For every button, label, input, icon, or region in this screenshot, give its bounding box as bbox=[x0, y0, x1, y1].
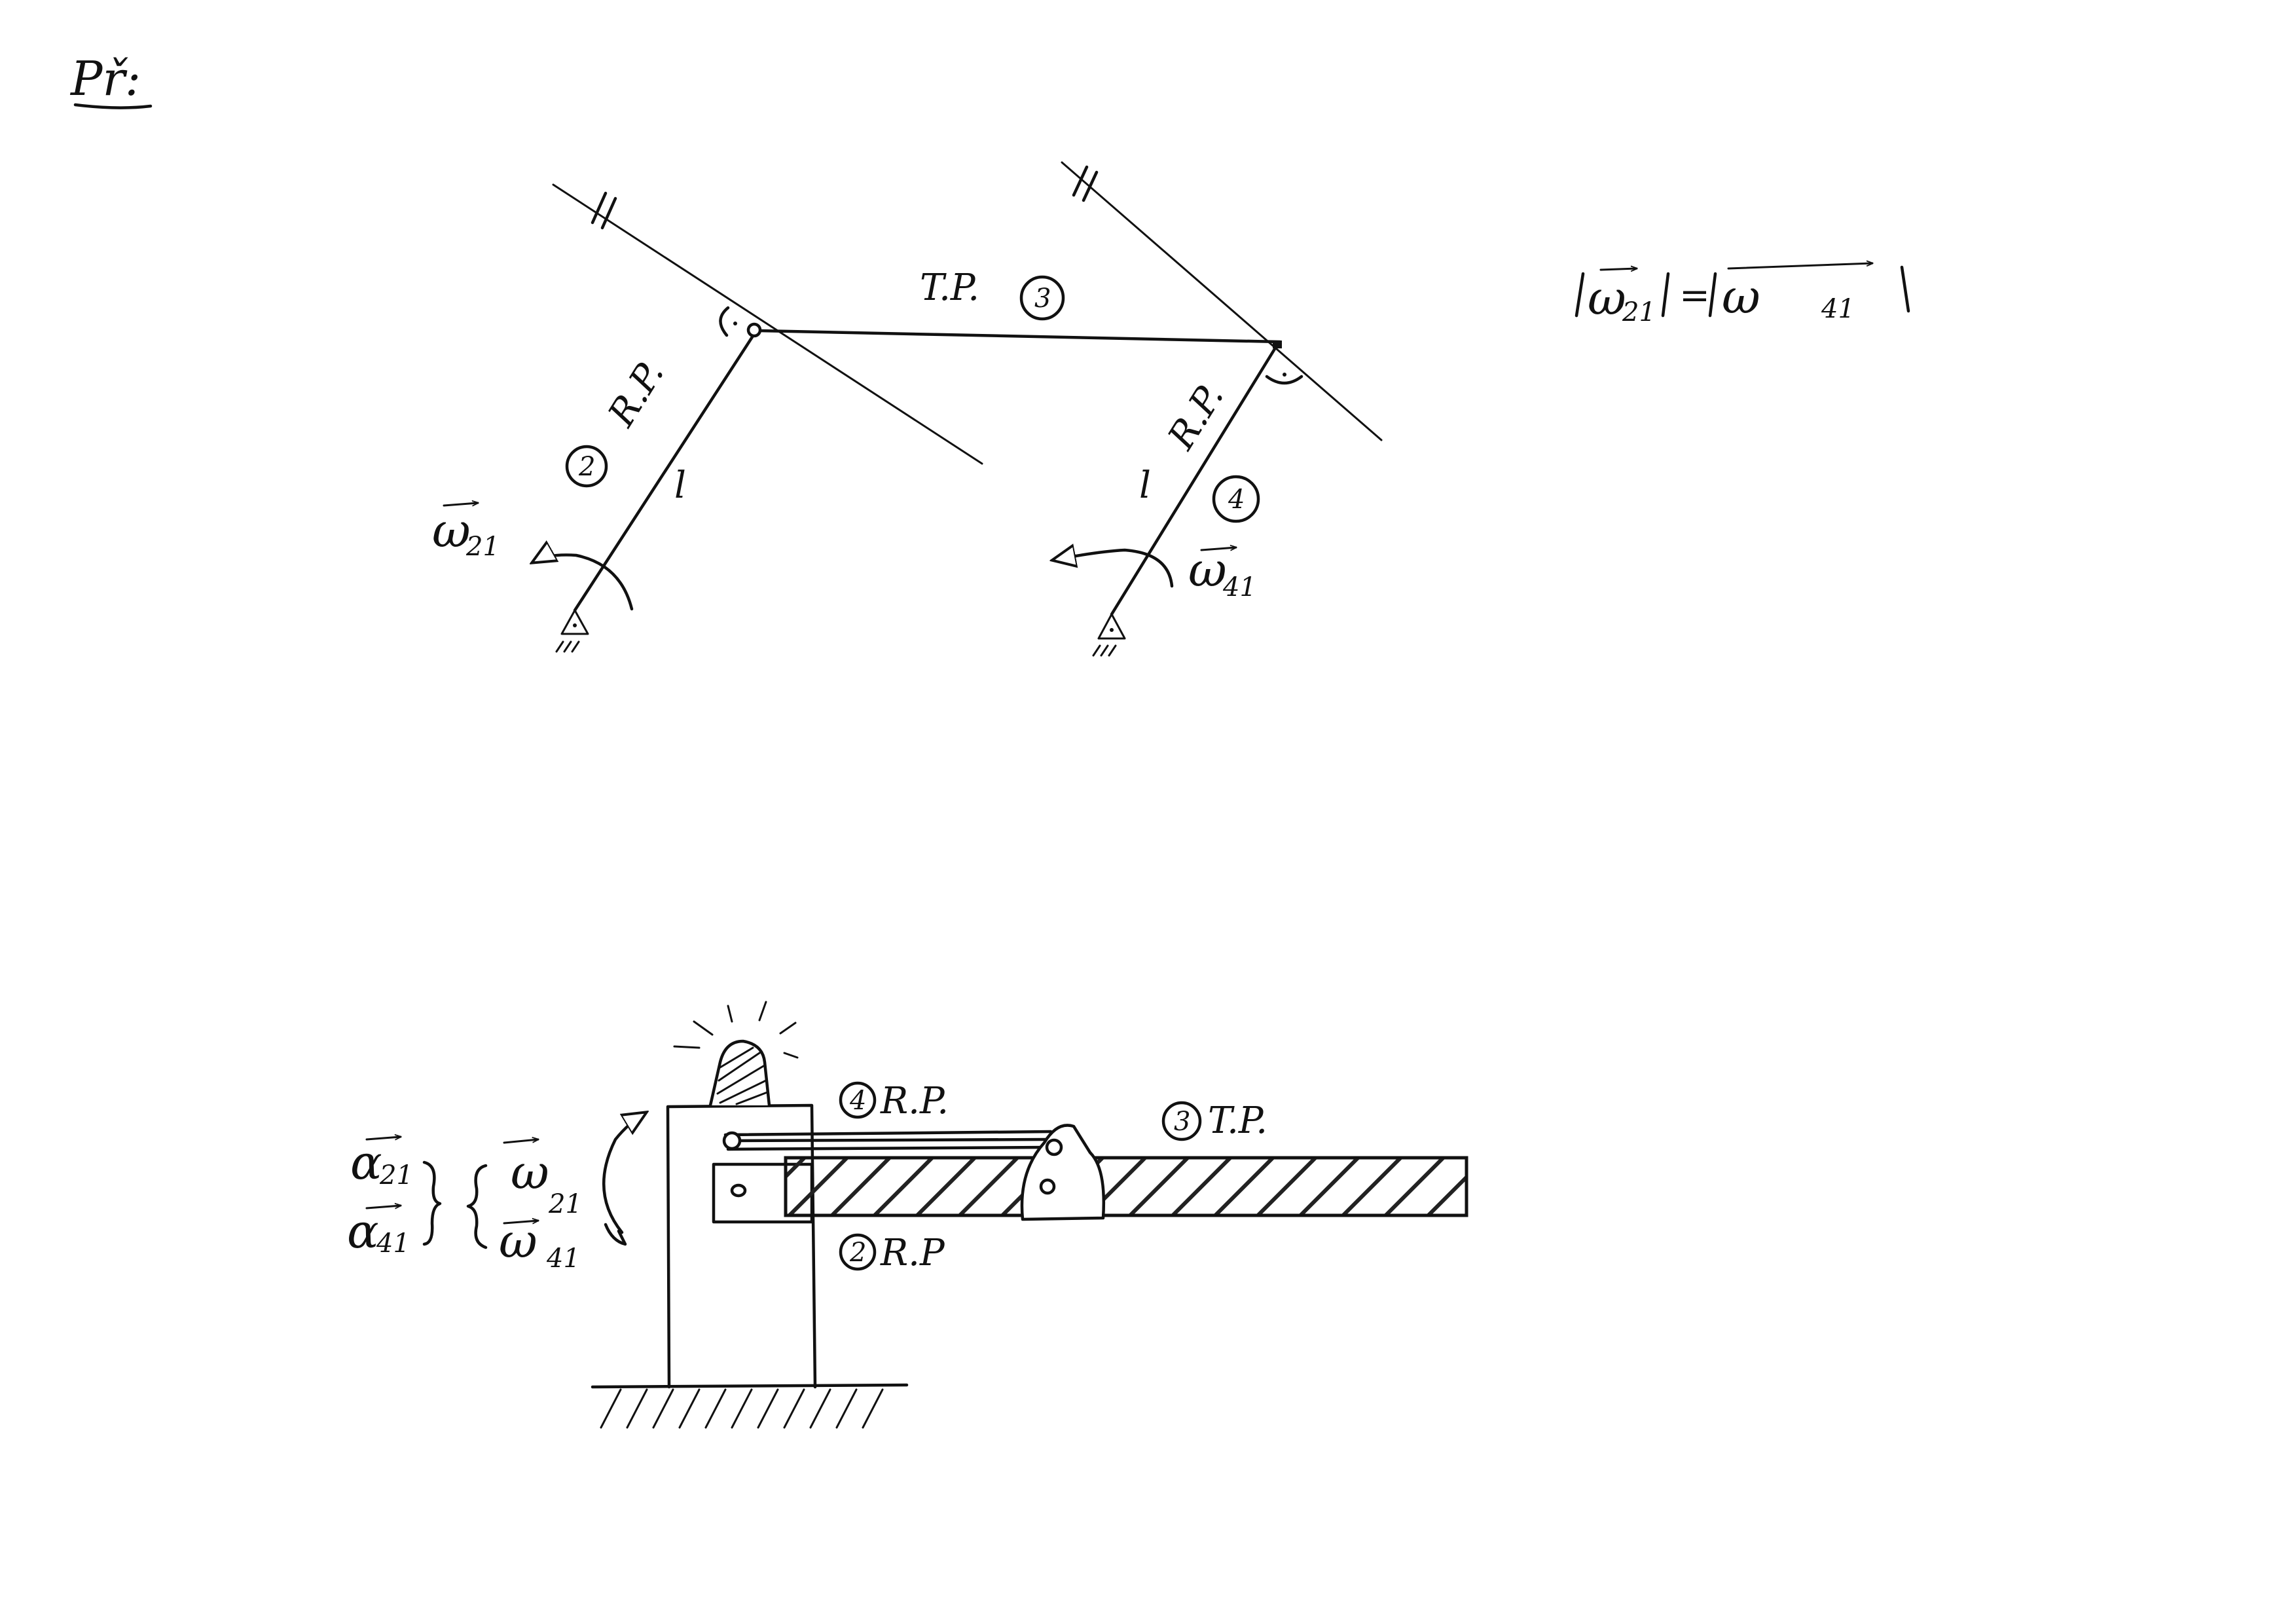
link-2-type-label: R.P. bbox=[600, 354, 672, 435]
label-4-circle bbox=[839, 1081, 877, 1119]
coupler-plate bbox=[1020, 1124, 1106, 1221]
label-2-circle bbox=[839, 1233, 877, 1271]
svg-text:21: 21 bbox=[548, 1189, 582, 1219]
svg-text:ω: ω bbox=[1188, 542, 1227, 597]
link-4-type-label: R.P. bbox=[1159, 377, 1232, 458]
joint-A bbox=[746, 322, 762, 338]
guide-line-right bbox=[1061, 161, 1383, 441]
equation-right-symbol: ω bbox=[1722, 269, 1760, 324]
label-4-number: 4 bbox=[849, 1086, 866, 1116]
label-3-type: T.P. bbox=[1208, 1099, 1267, 1142]
svg-text:α: α bbox=[350, 1135, 382, 1190]
link-2-length: l bbox=[674, 464, 686, 507]
guide-line-left bbox=[552, 183, 983, 465]
equation-equals: = bbox=[1679, 274, 1710, 317]
omega-41-label-barrier: ω 41 bbox=[499, 1213, 580, 1274]
svg-text:41: 41 bbox=[546, 1244, 580, 1274]
crank-link-2 bbox=[573, 332, 756, 612]
upper-rod bbox=[723, 1130, 1053, 1151]
coupler-number: 3 bbox=[1034, 284, 1051, 314]
svg-text:41: 41 bbox=[376, 1228, 410, 1259]
omega-41-arc bbox=[1054, 550, 1174, 588]
omega-21-label: ω 21 bbox=[432, 503, 500, 562]
link-4-length: l bbox=[1139, 464, 1151, 507]
label-4-type: R.P. bbox=[880, 1080, 949, 1122]
right-angle-mark-A bbox=[719, 306, 730, 337]
parallel-mark-left bbox=[591, 191, 617, 230]
upper-rod-pivot bbox=[722, 1131, 742, 1151]
svg-text:21: 21 bbox=[465, 532, 500, 562]
barrier-gate-diagram: 4 R.P. 3 T.P. 2 R.P α 21 α 41 ω 21 bbox=[347, 1001, 1468, 1429]
ground-hatching bbox=[600, 1388, 884, 1429]
svg-text:ω: ω bbox=[511, 1145, 549, 1200]
alpha-21-label: α 21 bbox=[350, 1135, 413, 1190]
ground-support-left bbox=[555, 609, 589, 653]
omega-brace bbox=[466, 1164, 488, 1249]
title-underline bbox=[73, 103, 153, 109]
label-3-number: 3 bbox=[1174, 1107, 1190, 1137]
coupler-number-circle bbox=[1019, 275, 1065, 321]
label-2-number: 2 bbox=[849, 1238, 866, 1268]
link-4-number: 4 bbox=[1228, 485, 1245, 515]
svg-text:ω: ω bbox=[499, 1213, 538, 1268]
equation-right-subscript: 41 bbox=[1821, 294, 1855, 324]
right-angle-mark-B bbox=[1265, 375, 1303, 385]
svg-text:α: α bbox=[347, 1204, 379, 1259]
link-4-number-circle bbox=[1212, 475, 1260, 523]
equation-left-subscript: 21 bbox=[1622, 297, 1656, 327]
equation-omega-magnitudes: ω 21 = ω 41 bbox=[1575, 263, 1910, 327]
ground-line bbox=[591, 1383, 909, 1389]
svg-text:41: 41 bbox=[1222, 572, 1256, 602]
rotation-arrow bbox=[602, 1113, 645, 1234]
svg-text:ω: ω bbox=[432, 503, 471, 558]
four-bar-diagram: T.P. 3 R.P. 2 l R.P. l 4 ω 21 ω 41 bbox=[432, 161, 1383, 657]
boom-arm bbox=[784, 1156, 1468, 1217]
link-2-number-circle bbox=[565, 445, 608, 488]
svg-text:21: 21 bbox=[379, 1160, 413, 1190]
equation-left-symbol: ω bbox=[1588, 270, 1626, 325]
label-3-circle bbox=[1161, 1101, 1202, 1141]
omega-21-label-barrier: ω 21 bbox=[503, 1139, 582, 1219]
coupler-link bbox=[757, 329, 1282, 344]
coupler-type-label: T.P. bbox=[920, 267, 979, 309]
alpha-brace bbox=[422, 1160, 442, 1246]
joint-B bbox=[1273, 341, 1282, 348]
crank-link-4 bbox=[1110, 344, 1279, 616]
ground-support-right bbox=[1092, 613, 1126, 657]
link-2-number: 2 bbox=[578, 452, 595, 482]
warning-beacon-icon bbox=[673, 1001, 799, 1107]
omega-41-label: ω 41 bbox=[1188, 542, 1256, 602]
page-title: Př: bbox=[69, 51, 141, 106]
parallel-mark-right bbox=[1072, 165, 1099, 202]
alpha-41-label: α 41 bbox=[347, 1204, 410, 1259]
label-2-type: R.P bbox=[880, 1232, 945, 1274]
barrier-post bbox=[666, 1103, 817, 1389]
omega-21-arc bbox=[534, 555, 634, 611]
